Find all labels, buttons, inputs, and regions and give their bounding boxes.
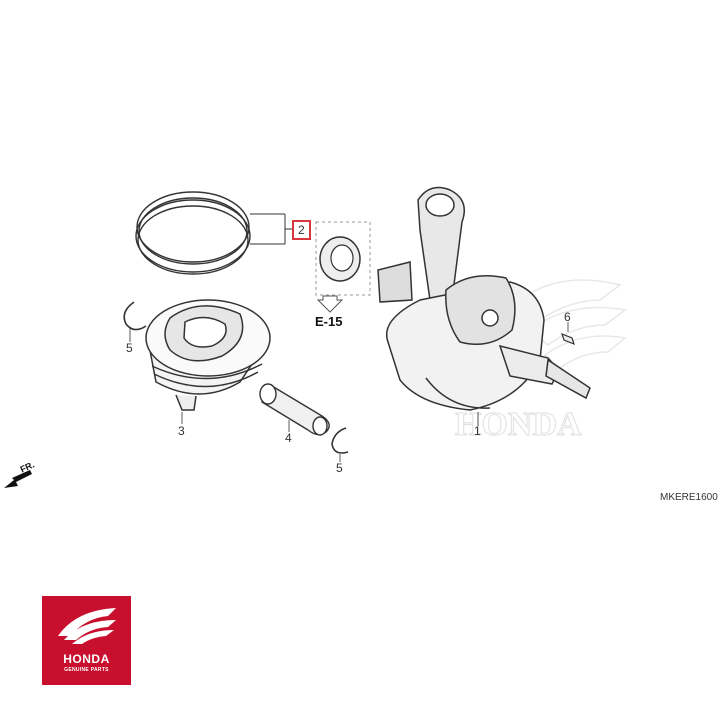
callout-piston: 3: [178, 424, 185, 438]
clip-top: [123, 301, 147, 342]
bearing-group: [315, 221, 371, 313]
front-arrow-icon: [4, 470, 32, 488]
honda-genuine-parts-logo: HONDA GENUINE PARTS: [42, 596, 131, 685]
reference-e15[interactable]: E-15: [315, 314, 343, 329]
piston-pin: [259, 383, 330, 436]
callout-piston-pin: 4: [285, 431, 292, 445]
callout-key: 6: [564, 310, 571, 324]
piston: [145, 299, 271, 424]
honda-watermark-text: HONDA: [455, 406, 582, 443]
logo-subtitle: GENUINE PARTS: [64, 667, 109, 673]
woodruff-key: [561, 322, 575, 346]
rings-leader: [250, 213, 293, 245]
piston-rings: [135, 191, 251, 275]
callout-crankshaft: 1: [474, 424, 481, 438]
crankshaft: [377, 186, 591, 426]
callout-clip-top: 5: [126, 341, 133, 355]
callout-piston-rings: 2: [292, 220, 311, 240]
clip-bottom: [331, 427, 349, 462]
diagram-code: MKERE1600: [660, 492, 718, 503]
logo-brand-name: HONDA: [63, 652, 110, 666]
callout-clip-bottom: 5: [336, 461, 343, 475]
honda-wing-icon: [58, 608, 116, 644]
